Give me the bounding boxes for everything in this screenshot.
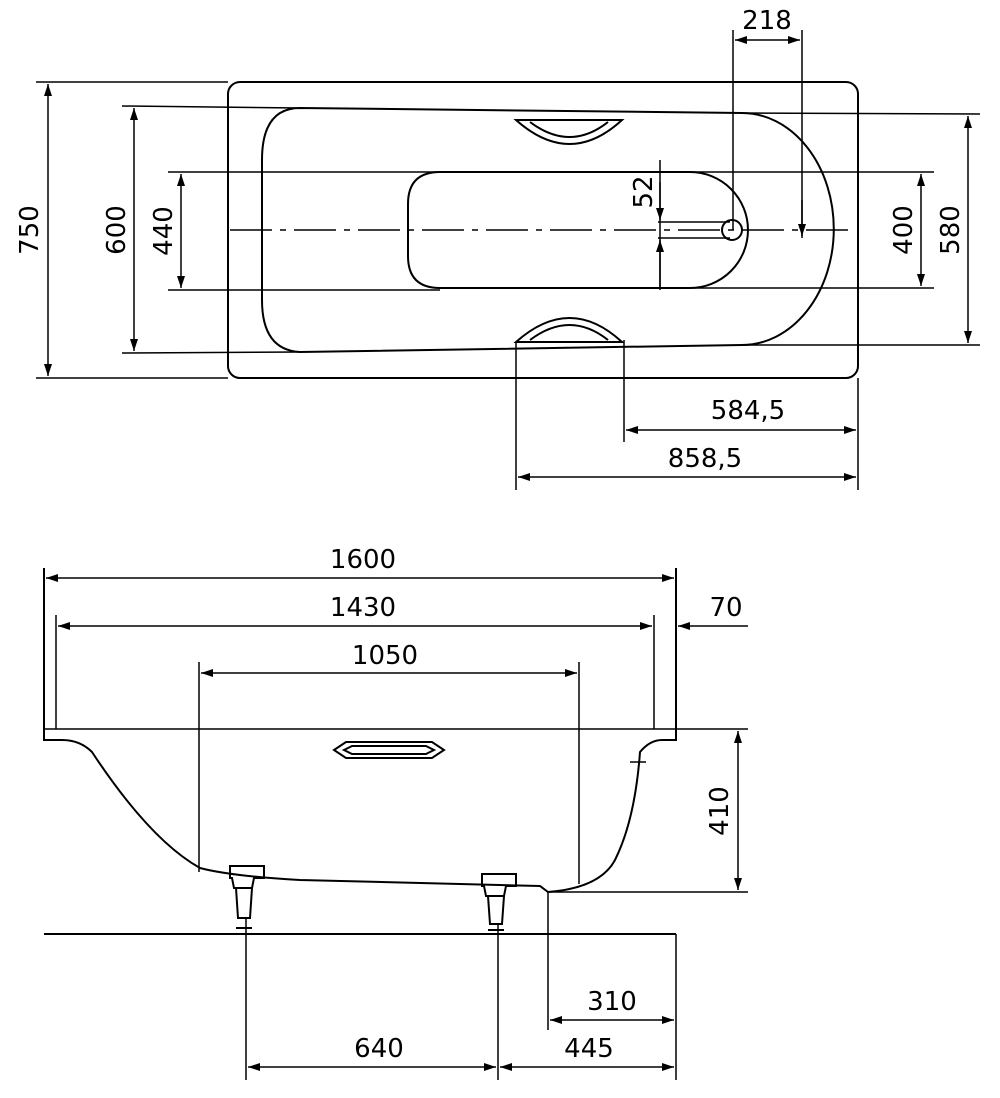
- dim-label-70: 70: [709, 593, 742, 623]
- extension-lines-top: [36, 30, 981, 490]
- dim-label-310: 310: [587, 987, 637, 1017]
- dim-label-1600: 1600: [330, 545, 396, 575]
- tub-side-profile: [43, 568, 677, 894]
- drain-slot: [658, 221, 730, 239]
- dimension-lines-top: [44, 36, 972, 481]
- dim-label-400: 400: [889, 205, 919, 255]
- dim-label-218: 218: [742, 6, 792, 36]
- dim-label-445: 445: [564, 1034, 614, 1064]
- dim-label-750: 750: [15, 205, 45, 255]
- tub-outer-rim: [227, 81, 859, 379]
- foot-right: [481, 873, 517, 931]
- dim-label-1430: 1430: [330, 593, 396, 623]
- dim-label-410: 410: [705, 786, 735, 836]
- extension-lines-side: [245, 892, 677, 1080]
- dim-label-1050: 1050: [352, 641, 418, 671]
- dim-label-52: 52: [629, 175, 659, 208]
- dim-label-640: 640: [354, 1034, 404, 1064]
- handle-side: [332, 741, 446, 759]
- dim-label-8585: 858,5: [668, 444, 742, 474]
- dim-label-600: 600: [102, 205, 132, 255]
- dim-label-580: 580: [936, 205, 966, 255]
- tub-basin-outline: [261, 106, 835, 354]
- handle-top: [513, 119, 625, 145]
- tub-floor-outline: [407, 171, 749, 289]
- dimension-lines-side: [46, 574, 748, 1071]
- foot-left: [229, 865, 265, 929]
- top-view: 750 600 440 52 218 400 580 584,5 858,5: [15, 6, 981, 490]
- handle-bottom: [513, 317, 625, 343]
- dim-label-440: 440: [149, 206, 179, 256]
- side-view: 1600 1430 70 1050 410 310 640 445: [43, 545, 748, 1080]
- dim-label-5845: 584,5: [711, 396, 785, 426]
